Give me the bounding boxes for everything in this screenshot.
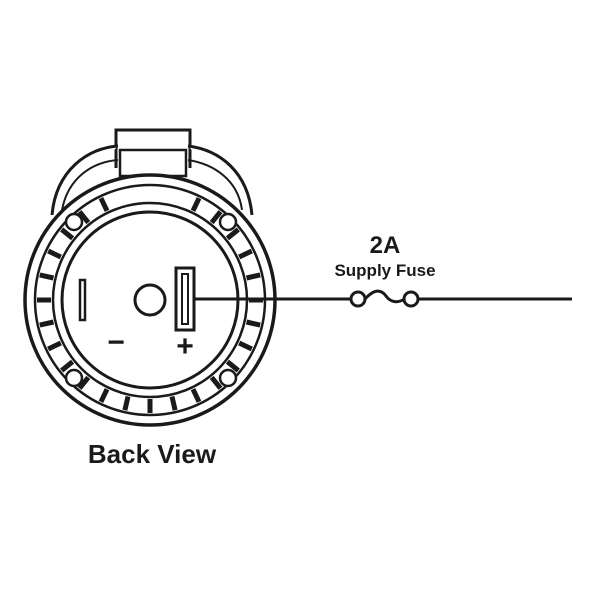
socket-rib [209, 210, 223, 225]
supply-wire [194, 289, 572, 308]
fuse-name-label: Supply Fuse [334, 261, 435, 280]
socket-rib [190, 197, 202, 212]
socket-rib [77, 210, 91, 225]
socket-rib [238, 340, 253, 352]
socket-rib [98, 197, 110, 212]
socket-rib [225, 359, 240, 373]
fuse-element [363, 289, 406, 304]
socket-rib [47, 340, 62, 352]
view-caption: Back View [88, 439, 217, 469]
socket-rib [47, 248, 62, 260]
socket-rib [190, 388, 202, 403]
fuse-terminal-right [402, 290, 420, 308]
socket-rib [39, 272, 55, 281]
socket-housing-shoulder [50, 144, 254, 216]
socket-rib [39, 319, 55, 328]
socket-rib [98, 388, 110, 403]
socket-rib [169, 395, 178, 411]
negative-sign: − [107, 326, 125, 359]
fuse-terminal-left [349, 290, 367, 308]
mounting-hole-bottom-left [64, 368, 84, 388]
socket-back-view [23, 128, 277, 427]
socket-housing-inner-shoulder [61, 159, 243, 211]
positive-sign: + [176, 330, 194, 363]
fuse-rating-label: 2A [370, 232, 401, 259]
socket-rib [60, 227, 75, 241]
positive-terminal-blade [181, 273, 189, 325]
mounting-hole-bottom-right [218, 368, 238, 388]
socket-rib [245, 319, 261, 328]
socket-rib [225, 227, 240, 241]
socket-rib [245, 272, 261, 281]
mounting-hole-top-left [64, 212, 84, 232]
socket-tab-slot [118, 148, 188, 178]
socket-rib [209, 375, 223, 390]
negative-terminal [78, 278, 87, 322]
socket-rib [238, 248, 253, 260]
mounting-hole-top-right [218, 212, 238, 232]
socket-rib [122, 395, 131, 411]
socket-center-pin [133, 283, 167, 317]
socket-rib [77, 375, 91, 390]
socket-rib [60, 359, 75, 373]
